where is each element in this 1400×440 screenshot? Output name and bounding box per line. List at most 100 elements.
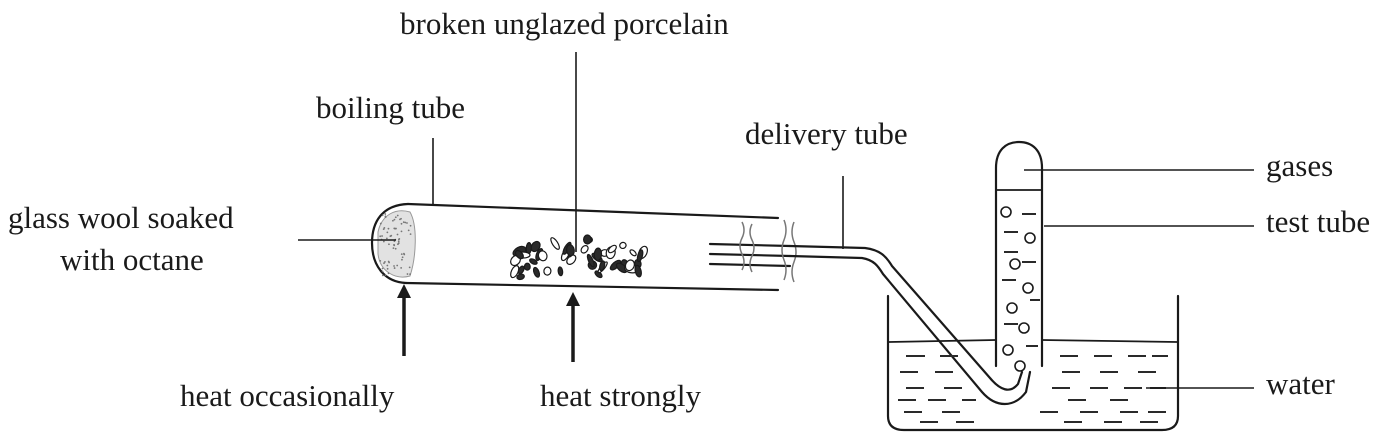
wool-fiber (394, 216, 397, 219)
wool-fiber (409, 224, 412, 227)
wool-fiber (386, 264, 389, 267)
porcelain-piece (532, 266, 541, 278)
wool-fiber (383, 262, 385, 265)
wool-fiber (409, 273, 411, 276)
porcelain-piece (593, 247, 603, 262)
wool-fiber (379, 259, 382, 262)
gas-bubble (1014, 360, 1026, 372)
porcelain-piece (599, 260, 606, 272)
heat-strongly-arrow (566, 292, 580, 362)
wool-fiber (387, 272, 390, 275)
wool-fiber (406, 273, 409, 275)
porcelain-piece (636, 249, 644, 263)
wool-fiber (389, 235, 392, 238)
wool-fiber (397, 240, 400, 243)
wool-fiber (384, 213, 387, 215)
boiling-tube (370, 202, 792, 292)
glass-wool-label-line1: glass wool soaked (8, 200, 234, 235)
wool-fiber (397, 242, 400, 244)
porcelain-piece (580, 245, 589, 254)
water-dashes (898, 355, 1168, 423)
porcelain-piece (537, 250, 548, 262)
wool-fiber (400, 267, 403, 269)
wool-fiber (401, 258, 403, 261)
heat-occasionally-arrow (397, 284, 411, 356)
glass-wool (377, 210, 416, 278)
test-tube-contents (1000, 206, 1040, 372)
porcelain-piece (543, 266, 552, 276)
porcelain-piece (629, 249, 637, 257)
porcelain-piece (510, 265, 520, 279)
wool-fiber (394, 227, 396, 230)
porcelain-piece (624, 259, 635, 272)
wool-fiber (387, 227, 390, 230)
heat-occasionally-label: heat occasionally (180, 378, 395, 413)
wool-fiber (396, 264, 399, 267)
wool-fiber (388, 243, 390, 246)
wool-fiber (400, 222, 403, 225)
gas-bubble (1018, 322, 1030, 334)
wool-fiber (400, 253, 403, 256)
wool-fiber (409, 233, 412, 236)
wool-fiber (383, 226, 386, 229)
water-trough (886, 294, 1180, 432)
wool-fiber (393, 218, 396, 221)
porcelain-piece (550, 237, 560, 250)
wool-fiber (381, 235, 383, 237)
gas-bubble (1009, 258, 1021, 270)
gases-label: gases (1266, 148, 1333, 183)
broken-porcelain-pile (510, 234, 649, 281)
wool-fiber (396, 233, 399, 236)
heat-strongly-label: heat strongly (540, 378, 701, 413)
wool-fiber (407, 229, 410, 232)
porcelain-label: broken unglazed porcelain (400, 6, 729, 41)
boiling-tube-label: boiling tube (316, 90, 465, 125)
wool-fiber (384, 274, 387, 277)
porcelain-piece (557, 266, 564, 277)
gas-bubble (1006, 302, 1018, 314)
delivery-tube (788, 244, 1032, 406)
wool-fiber (392, 219, 394, 222)
wool-fiber (381, 214, 384, 217)
wool-fiber (396, 214, 399, 217)
porcelain-piece (634, 264, 642, 278)
wool-fiber (393, 267, 396, 269)
wool-fiber (404, 221, 407, 224)
wool-fiber (381, 267, 384, 270)
wool-fiber (387, 260, 390, 263)
wool-fiber (393, 243, 395, 246)
wool-fiber (393, 265, 395, 267)
wool-fiber (394, 247, 397, 250)
porcelain-piece (582, 234, 592, 245)
wool-fiber (403, 252, 405, 255)
wool-fiber (406, 222, 408, 224)
glass-wool-label-line2: with octane (60, 242, 204, 277)
wool-fiber (400, 230, 403, 233)
wool-fiber (386, 231, 389, 234)
gas-bubble (1024, 232, 1036, 244)
gas-bubble (1000, 206, 1012, 218)
wool-fiber (402, 221, 405, 224)
wool-fiber (408, 266, 411, 269)
wool-fiber (379, 235, 382, 238)
wool-fiber (379, 222, 382, 225)
wool-fiber (398, 238, 401, 240)
wool-fiber (381, 274, 384, 277)
porcelain-piece (523, 262, 531, 271)
porcelain-piece (529, 258, 538, 265)
wool-fiber (384, 215, 387, 218)
wool-fiber (392, 247, 395, 250)
test-tube-label: test tube (1266, 204, 1370, 239)
wool-fiber (381, 270, 384, 273)
delivery-tube-label: delivery tube (745, 116, 908, 151)
wool-fiber (384, 261, 386, 263)
gas-bubble (1002, 344, 1014, 356)
porcelain-piece (586, 253, 595, 268)
wool-fiber (382, 240, 385, 243)
gas-bubble (1022, 282, 1034, 294)
wool-fiber (399, 218, 401, 221)
leader-lines (298, 52, 1254, 389)
porcelain-piece (565, 244, 575, 257)
water-label: water (1266, 366, 1336, 401)
